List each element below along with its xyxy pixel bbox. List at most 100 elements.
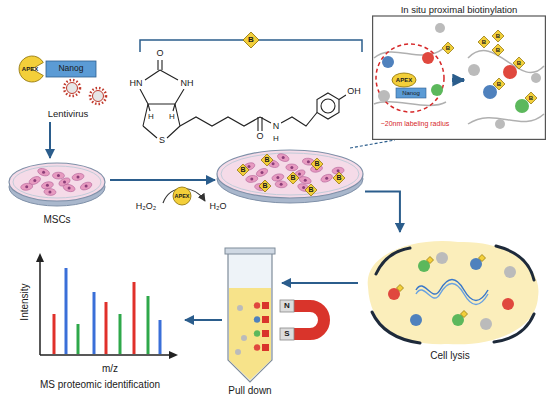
- spectrum-peak: [159, 320, 162, 354]
- flow-arrow: [49, 122, 51, 158]
- inset-illustration: [525, 92, 537, 104]
- biotin-phenol-structure: [140, 89, 184, 104]
- enzyme-label: APEX: [175, 193, 190, 199]
- cell-nucleus: [280, 183, 283, 186]
- biotin-phenol-structure: [258, 117, 262, 131]
- stem-cell: [72, 172, 85, 181]
- inset-illustration: [378, 90, 390, 102]
- inset-illustration: [374, 102, 446, 106]
- cell-nucleus: [307, 160, 310, 163]
- inset-illustration: [435, 23, 445, 33]
- biotin-tag: B: [262, 182, 267, 190]
- magnet-pole: S: [284, 330, 289, 339]
- magnet-symbol: [280, 300, 294, 312]
- stem-cell: [20, 183, 33, 191]
- atom-label: S: [158, 136, 166, 146]
- protein: [254, 344, 260, 350]
- protein: [235, 349, 241, 355]
- membrane-fragment: [494, 314, 534, 342]
- biotin-tag: B: [529, 95, 533, 102]
- dna-strand: [416, 280, 488, 301]
- biotin-phenol-structure: [260, 113, 317, 127]
- biotin-phenol-structure: [145, 70, 178, 80]
- biotin-phenol-structure: [180, 117, 260, 126]
- stem-cell: [52, 172, 64, 179]
- inset-illustration: [392, 73, 416, 87]
- cell-nucleus: [63, 181, 66, 184]
- atom-label: NH: [180, 79, 195, 89]
- ms-spectrum-outline: [8, 250, 185, 398]
- ms-spectrum: MS proteomic identification: [8, 250, 185, 398]
- stem-cell: [271, 173, 284, 182]
- atom-label: N: [272, 122, 281, 132]
- node-label: Lentivirus: [48, 109, 89, 120]
- biotin-diamond: [479, 255, 486, 262]
- dish-rim: [221, 153, 359, 195]
- inset-illustration: [372, 16, 546, 140]
- node-label: In situ proximal biotinylation: [401, 5, 518, 16]
- protein: [480, 318, 492, 330]
- labeled-cell-dish-art: [217, 150, 363, 203]
- protein: [254, 316, 260, 322]
- atom-label: H: [169, 113, 175, 122]
- scale-note: ~20nm labeling radius: [380, 120, 451, 128]
- peroxide-reaction: [163, 187, 205, 205]
- biotin-tag: B: [482, 39, 486, 46]
- inset-illustration: [431, 84, 443, 96]
- dish-surface: [217, 150, 363, 198]
- axis-label: Intensity: [19, 283, 30, 320]
- protein: [410, 314, 422, 326]
- biotin-diamond: [311, 158, 323, 170]
- stem-cell: [62, 183, 75, 193]
- inset-illustration: [442, 42, 454, 54]
- spectrum-peak: [77, 324, 80, 354]
- biotin-tag: B: [314, 160, 319, 168]
- cell-nucleus: [304, 179, 307, 182]
- biotin-tag: B: [496, 47, 500, 54]
- axis-arrow: [36, 253, 44, 262]
- flow-arrow: [365, 192, 400, 233]
- lentivirus-particle: [64, 80, 106, 104]
- membrane-fragment: [496, 246, 534, 280]
- chart-axis: [40, 258, 174, 355]
- inset-illustration: [442, 30, 537, 104]
- dish-rim: [13, 166, 101, 198]
- magnet-pole: N: [284, 302, 290, 311]
- cell-nucleus: [77, 175, 80, 178]
- cell-nucleus: [248, 165, 251, 168]
- ms-spectrum-art: [36, 253, 178, 359]
- labeled-cell-dish-outline: [215, 148, 365, 206]
- biotin-tag: B: [496, 33, 500, 40]
- cell-nucleus: [250, 177, 253, 180]
- spectrum-peak: [93, 292, 96, 354]
- biotin-diamond: [305, 184, 317, 196]
- atom-label: OH: [346, 87, 362, 97]
- protein: [254, 302, 260, 308]
- atom-label: O: [255, 132, 264, 142]
- enzyme-label: APEX: [396, 77, 412, 84]
- node-label: Cell lysis: [430, 350, 469, 362]
- biotin-tag: B: [497, 81, 501, 88]
- biotin-phenol-structure: [148, 104, 175, 111]
- atom-label: O: [155, 49, 164, 59]
- cell-nucleus: [272, 162, 275, 165]
- inset-illustration: [376, 44, 444, 112]
- biotin-phenol-structure: [143, 104, 180, 138]
- biotin-diamond: [397, 285, 404, 292]
- dish-surface: [9, 163, 105, 201]
- stem-cell: [255, 167, 269, 178]
- apex-nanog-construct: [46, 61, 96, 77]
- lentivirus-particle: [90, 88, 106, 104]
- tube-liquid: [229, 288, 271, 380]
- cell-nucleus: [42, 171, 45, 174]
- stem-cell: [286, 164, 298, 171]
- streptavidin-bead: [262, 330, 269, 337]
- inset-illustration: [492, 44, 504, 56]
- flow-arrow: [110, 179, 215, 181]
- flow-arrow: [282, 282, 358, 284]
- lentivirus-group: Lentivirus: [15, 52, 125, 122]
- magnet-symbol: [280, 328, 294, 340]
